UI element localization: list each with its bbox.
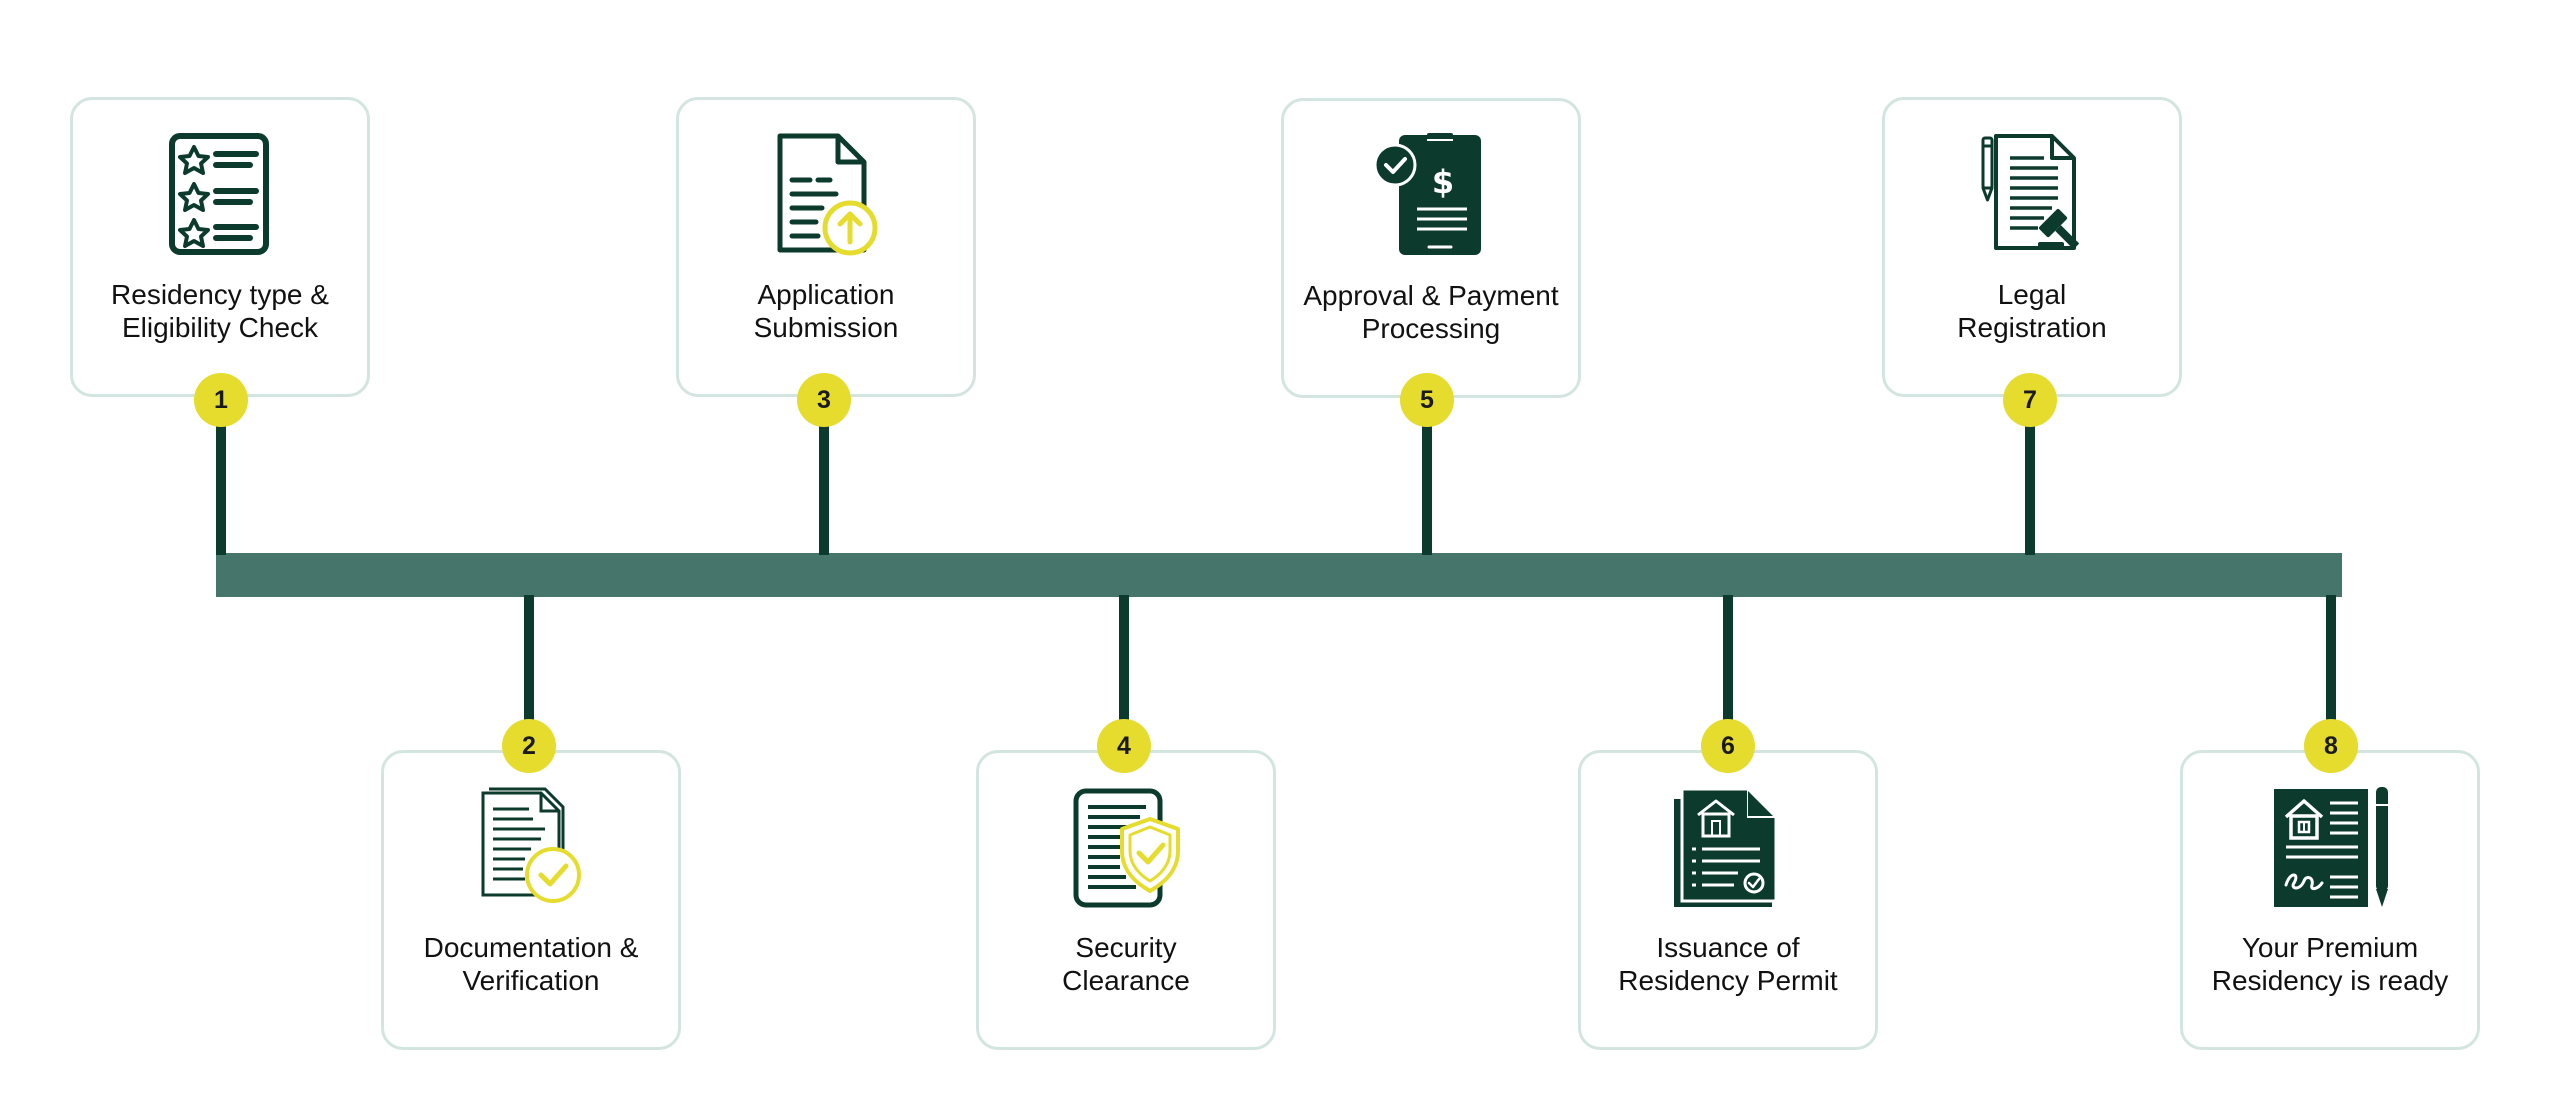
step-card-4: Security Clearance	[976, 750, 1276, 1050]
document-check-icon	[471, 785, 591, 909]
document-shield-icon	[1066, 785, 1186, 909]
step-label-7: Legal Registration	[1957, 279, 2107, 343]
connector-1	[216, 400, 226, 555]
step-label-2: Documentation & Verification	[423, 932, 639, 996]
step-label-3: Application Submission	[753, 279, 899, 343]
step-badge-8: 8	[2304, 719, 2358, 773]
step-label-4: Security Clearance	[1062, 932, 1190, 996]
connector-5	[1422, 400, 1432, 555]
signed-contract-pen-icon	[2270, 785, 2390, 909]
step-card-8: Your Premium Residency is ready	[2180, 750, 2480, 1050]
step-label-6: Issuance of Residency Permit	[1618, 932, 1838, 996]
connector-4	[1119, 595, 1129, 745]
step-card-1: Residency type & Eligibility Check	[70, 97, 370, 397]
step-badge-3: 3	[797, 373, 851, 427]
step-badge-2: 2	[502, 719, 556, 773]
step-card-3: Application Submission	[676, 97, 976, 397]
connector-3	[819, 400, 829, 555]
connector-2	[524, 595, 534, 745]
step-badge-7: 7	[2003, 373, 2057, 427]
document-upload-icon	[766, 132, 886, 256]
connector-8	[2326, 595, 2336, 745]
step-label-1: Residency type & Eligibility Check	[111, 279, 329, 343]
connector-7	[2025, 400, 2035, 555]
step-badge-5: 5	[1400, 373, 1454, 427]
step-label-5: Approval & Payment Processing	[1303, 280, 1559, 344]
step-label-8: Your Premium Residency is ready	[2211, 932, 2449, 996]
step-badge-1: 1	[194, 373, 248, 427]
timeline-bar	[216, 553, 2342, 597]
legal-document-gavel-icon	[1972, 132, 2092, 256]
phone-payment-icon: $	[1371, 133, 1491, 257]
step-badge-6: 6	[1701, 719, 1755, 773]
svg-text:$: $	[1432, 163, 1454, 201]
step-card-6: Issuance of Residency Permit	[1578, 750, 1878, 1050]
residency-permit-icon	[1668, 785, 1788, 909]
step-badge-4: 4	[1097, 719, 1151, 773]
step-card-5: $ Approval & Payment Processing	[1281, 98, 1581, 398]
checklist-icon	[160, 132, 280, 256]
step-card-7: Legal Registration	[1882, 97, 2182, 397]
step-card-2: Documentation & Verification	[381, 750, 681, 1050]
connector-6	[1723, 595, 1733, 745]
